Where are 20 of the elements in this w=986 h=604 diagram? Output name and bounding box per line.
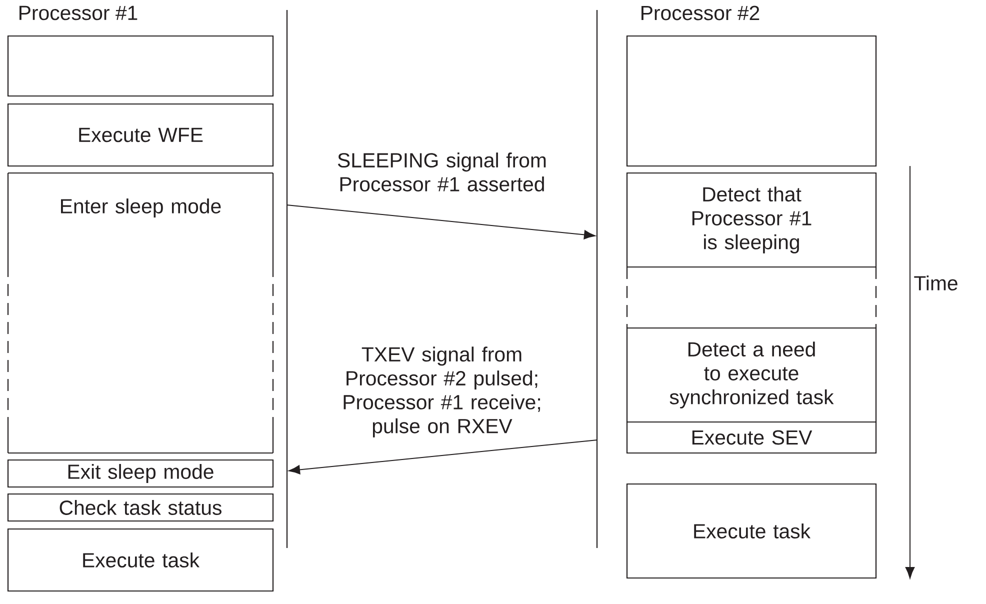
column-heading: Processor #2 (642, 6, 760, 20)
lifeline (286, 9, 288, 549)
empty-box (7, 35, 274, 97)
empty-box (626, 35, 877, 167)
arrow (288, 440, 598, 474)
process-box: Exit sleep mode (7, 459, 274, 488)
process-box: Execute SEV (626, 421, 877, 454)
edge-label: TXEV signal from Processor #2 pulsed; Processor #1 receive; pulse on RXEV (336, 346, 548, 438)
process-box: Execute task (7, 528, 274, 592)
edge-label: SLEEPING signal from Processor #1 asserted (328, 152, 556, 192)
process-box: Execute task (626, 483, 877, 579)
lifeline (596, 9, 598, 549)
process-box: Execute WFE (7, 103, 274, 167)
axis-label: Time (914, 276, 958, 290)
process-box: Detect that Processor #1 is sleeping (626, 172, 877, 268)
process-box: Detect a need to execute synchronized task (626, 327, 877, 423)
process-box: Check task status (7, 493, 274, 522)
process-box: Enter sleep mode (7, 172, 274, 454)
arrow (286, 204, 596, 240)
empty-box (626, 267, 877, 328)
